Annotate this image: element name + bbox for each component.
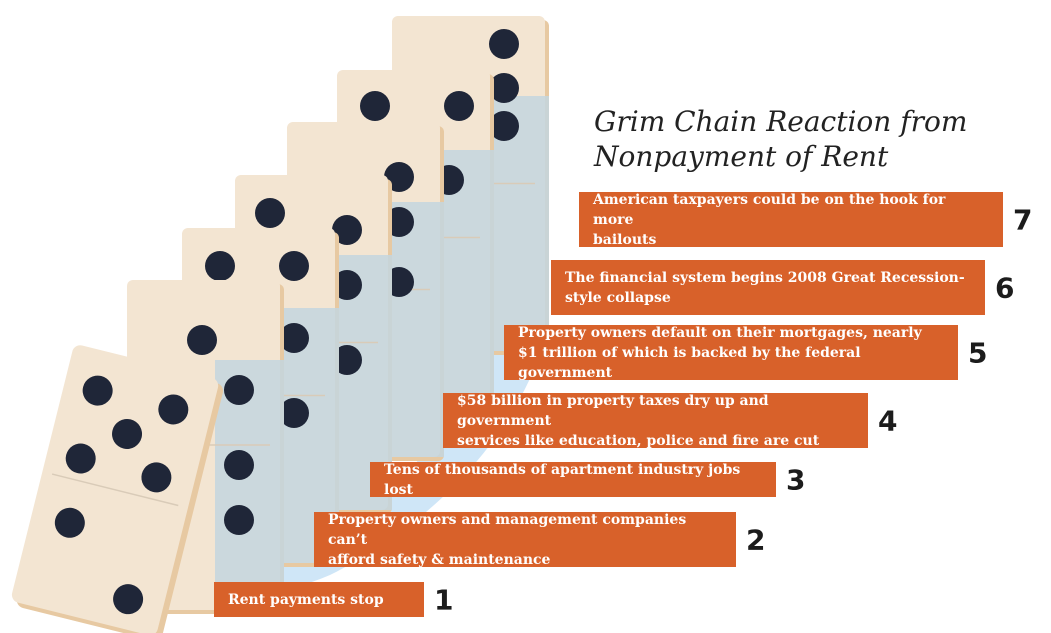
step-text-line: services like education, police and fire… <box>457 432 820 449</box>
domino-divider <box>51 473 179 507</box>
step-number: 3 <box>786 463 806 496</box>
domino-pip <box>187 325 217 355</box>
step-box: Rent payments stop <box>214 582 424 617</box>
domino-pip <box>158 394 189 425</box>
step-box: Property owners and management companies… <box>314 511 736 568</box>
step-number: 7 <box>1013 203 1033 236</box>
domino-shadow <box>215 360 284 610</box>
diagram-title: Grim Chain Reaction from Nonpayment of R… <box>594 104 994 174</box>
domino-pip <box>489 29 519 59</box>
step-box: Tens of thousands of apartment industry … <box>370 461 776 498</box>
step-text-line: The financial system begins 2008 Great R… <box>565 269 965 286</box>
step-box: Property owners default on their mortgag… <box>504 324 958 381</box>
domino-pip <box>279 398 309 428</box>
domino-pip <box>224 450 254 480</box>
domino-row <box>11 16 549 633</box>
step-6: The financial system begins 2008 Great R… <box>551 260 1014 315</box>
domino-pip <box>141 462 172 493</box>
step-text-line: Property owners and management companies… <box>328 511 687 548</box>
domino-pip <box>82 375 113 406</box>
domino-pip <box>279 323 309 353</box>
step-box: American taxpayers could be on the hook … <box>579 191 1003 248</box>
domino-pip <box>332 215 362 245</box>
step-1: Rent payments stop 1 <box>214 582 453 617</box>
step-text-line: Tens of thousands of apartment industry … <box>384 461 741 498</box>
step-number: 2 <box>746 523 766 556</box>
step-4: $58 billion in property taxes dry up and… <box>443 392 897 449</box>
domino-pip <box>489 73 519 103</box>
domino-pip <box>65 443 96 474</box>
title-line-1: Grim Chain Reaction from <box>594 105 968 138</box>
title-line-2: Nonpayment of Rent <box>594 140 889 173</box>
step-text-line: style collapse <box>565 289 671 306</box>
step-3: Tens of thousands of apartment industry … <box>370 461 805 498</box>
domino-pip <box>205 251 235 281</box>
domino-pip <box>224 375 254 405</box>
domino-1 <box>11 345 224 633</box>
domino-pip <box>279 251 309 281</box>
step-text-line: bailouts <box>593 231 657 248</box>
step-text-line: Rent payments stop <box>228 591 384 608</box>
step-box: $58 billion in property taxes dry up and… <box>443 392 868 449</box>
step-number: 5 <box>968 336 988 369</box>
step-text-line: afford safety & maintenance <box>328 551 551 568</box>
step-number: 4 <box>878 404 898 437</box>
domino-pip <box>255 198 285 228</box>
step-5: Property owners default on their mortgag… <box>504 324 987 381</box>
step-box: The financial system begins 2008 Great R… <box>551 260 985 315</box>
step-number: 1 <box>434 583 454 616</box>
step-text-line: $58 billion in property taxes dry up and… <box>457 392 769 429</box>
domino-pip <box>112 418 143 449</box>
domino-pip <box>489 111 519 141</box>
step-number: 6 <box>995 271 1015 304</box>
domino-pip <box>332 345 362 375</box>
step-text-line: Property owners default on their mortgag… <box>518 324 922 341</box>
domino-pip <box>360 91 390 121</box>
step-text-line: $1 trillion of which is backed by the fe… <box>518 344 861 381</box>
domino-pip <box>224 505 254 535</box>
domino-pip <box>113 584 144 615</box>
step-2: Property owners and management companies… <box>314 511 765 568</box>
step-7: American taxpayers could be on the hook … <box>579 191 1032 248</box>
domino-pip <box>444 91 474 121</box>
domino-pip <box>54 507 85 538</box>
step-text-line: American taxpayers could be on the hook … <box>593 191 946 228</box>
domino-pip <box>332 270 362 300</box>
